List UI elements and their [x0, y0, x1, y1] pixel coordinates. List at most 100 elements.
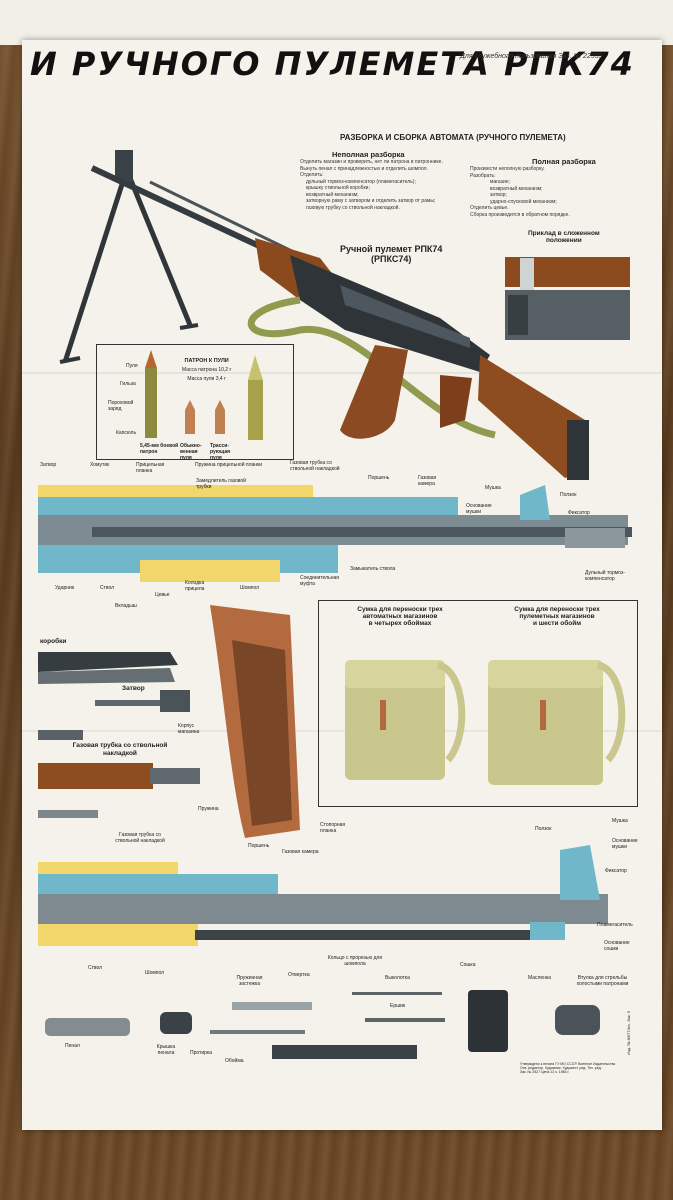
- classification-stamp: Для служебного пользования Экз. № 22559: [460, 53, 603, 60]
- label-firing-pin: Ударник: [55, 585, 75, 591]
- caption-cartridge: 5,45-мм боевой патрон: [140, 443, 179, 455]
- gun-name-line2: (РПКС74): [371, 254, 412, 264]
- label-latch: Фиксатор: [568, 510, 590, 516]
- full-line: Сборка производится в обратном порядке.: [470, 211, 570, 218]
- label-case: Пенал: [65, 1043, 80, 1049]
- label-lower-piston: Поршень: [248, 843, 270, 849]
- bag-left-line: Сумка для переноски трех: [357, 606, 443, 613]
- partial-line: дульный тормоз-компенсатор (пламегасител…: [306, 178, 416, 185]
- label-wiper: Протирка: [190, 1050, 212, 1056]
- label-blank-adapter: Втулка для стрельбы холостыми патронами: [576, 975, 629, 987]
- label-flash-hider: Пламегаситель: [597, 922, 633, 928]
- caption-ordinary: Обыкно-венная пуля: [180, 443, 202, 461]
- label-case: Гильза: [120, 381, 136, 387]
- full-line: ударно-спусковой механизм;: [490, 198, 557, 205]
- full-disassembly-heading: Полная разборка: [532, 157, 596, 166]
- poster-title: И РУЧНОГО ПУЛЕМЕТА РПК74: [30, 45, 635, 83]
- label-lower-gas-chamber: Газовая камера: [282, 849, 319, 855]
- label-sight-base: Основание мушки: [466, 503, 492, 515]
- partial-line: Отделить магазин и проверить, нет ли пат…: [300, 159, 443, 165]
- label-lower-barrel: Ствол: [88, 965, 103, 971]
- full-line: возвратный механизм;: [490, 185, 543, 192]
- partial-line: Отделить:: [300, 172, 324, 178]
- label-rod-ring: Кольцо с прорезью для шомпола: [327, 955, 383, 967]
- bag-left-line: в четырех обоймах: [368, 620, 432, 627]
- label-gas-chamber: Газовая камера: [418, 475, 437, 487]
- label-leaf-spring: Пружина прицельной планки: [195, 462, 263, 468]
- label-rear-sight-leaf: Прицельная планка: [136, 462, 165, 474]
- footer-line: Зак. № 2527 Цена 12 к. 1984 г.: [520, 1070, 570, 1074]
- label-magazine-body: Корпус магазина: [178, 723, 200, 735]
- label-barrel: Ствол: [100, 585, 115, 591]
- bipod-icon: [59, 150, 199, 364]
- label-lower-latch: Фиксатор: [605, 868, 627, 874]
- cartridge-heading: ПАТРОН К ПУЛИ: [184, 358, 229, 364]
- folded-stock-line1: Приклад в сложенном: [528, 230, 600, 237]
- label-lower-bipod: Сошка: [460, 962, 476, 968]
- gun-name-line1: Ручной пулемет РПК74: [340, 244, 443, 254]
- label-bullet: Пуля: [126, 363, 138, 369]
- bag-right-icon: [488, 660, 626, 785]
- label-bipod-base: Основание сошки: [604, 940, 630, 952]
- partial-line: затворную раму с затвором и отделить зат…: [306, 198, 436, 204]
- partial-line: крышку ствольной коробки;: [306, 185, 370, 191]
- caption-tracer: Трасси-рующая пуля: [210, 443, 231, 461]
- label-lower-gas-tube: Газовая трубка со ствольной накладкой: [115, 832, 165, 844]
- label-muzzle-brake: Дульный тормоз-компенсатор: [585, 570, 625, 582]
- footer-line: Утверждено к печати ГУ МО СССР. Военное …: [520, 1062, 616, 1066]
- folded-stock-caption: Приклад в сложенном положении: [528, 230, 600, 244]
- bag-left-line: автоматных магазинов: [362, 613, 438, 620]
- side-note: Изд. № 8/9774нс. Зак. 5: [626, 1010, 631, 1055]
- partial-line: газовую трубку со ствольной накладкой.: [306, 204, 400, 211]
- label-coupling: Соединительная муфта: [300, 575, 339, 587]
- label-magazine-spring: Пружина: [198, 806, 219, 812]
- label-receiver: коробки: [40, 638, 67, 645]
- label-bolt-part: Затвор: [122, 685, 145, 692]
- label-handguard: Цевье: [155, 592, 170, 598]
- bag-right-line: и шести обойм: [532, 620, 582, 627]
- label-sight-block: Колодка прицела: [185, 580, 205, 592]
- label-lower-rod: Шомпол: [145, 970, 165, 976]
- bullet-mass: Масса пули 3,4 г: [187, 376, 226, 382]
- label-front-sight: Мушка: [485, 485, 501, 491]
- partial-disassembly-heading: Неполная разборка: [332, 150, 405, 159]
- label-gas-tube: Газовая трубка со ствольной накладкой: [290, 460, 340, 472]
- label-oil-bottle: Масленка: [528, 975, 552, 981]
- bag-left-caption: Сумка для переноски трех автоматных мага…: [330, 606, 470, 627]
- full-line: Разобрать:: [470, 172, 496, 179]
- label-barrel-lock: Замыкатель ствола: [350, 566, 396, 572]
- gun-name: Ручной пулемет РПК74 (РПКС74): [340, 244, 442, 264]
- label-lower-slider: Ползок: [535, 826, 552, 832]
- full-disassembly-block: Полная разборка Произвести неполную разб…: [470, 157, 596, 218]
- cartridge-box: [96, 344, 294, 460]
- label-piston: Поршень: [368, 475, 390, 481]
- label-primer: Капсюль: [116, 430, 137, 436]
- label-insert: Вкладыш: [115, 603, 137, 609]
- full-line: Произвести неполную разборку.: [470, 166, 545, 172]
- poster-fold: [22, 372, 662, 374]
- footer-line: Отв. редактор. Художник. Художест. ред. …: [520, 1066, 602, 1070]
- poster-subtitle: РАЗБОРКА И СБОРКА АВТОМАТА (РУЧНОГО ПУЛЕ…: [340, 133, 566, 142]
- bag-right-line: пулеметных магазинов: [519, 613, 595, 620]
- label-gas-tube-lock: Замедлитель газовой трубки: [196, 478, 246, 490]
- label-powder: Пороховой заряд: [108, 400, 134, 412]
- label-magazine-plate: Стопорная планка: [320, 822, 346, 834]
- label-clip: Обойма: [225, 1058, 244, 1064]
- bag-right-line: Сумка для переноски трех: [514, 606, 600, 613]
- poster-fold: [22, 730, 662, 732]
- label-clamp: Хомутик: [90, 462, 110, 468]
- label-gas-tube-part: Газовая трубка со ствольной накладкой: [72, 742, 168, 757]
- footer-imprint: Утверждено к печати ГУ МО СССР. Военное …: [520, 1062, 615, 1074]
- label-lower-front-sight: Мушка: [612, 818, 628, 824]
- bag-left-icon: [345, 660, 466, 780]
- bag-right-caption: Сумка для переноски трех пулеметных мага…: [487, 606, 627, 627]
